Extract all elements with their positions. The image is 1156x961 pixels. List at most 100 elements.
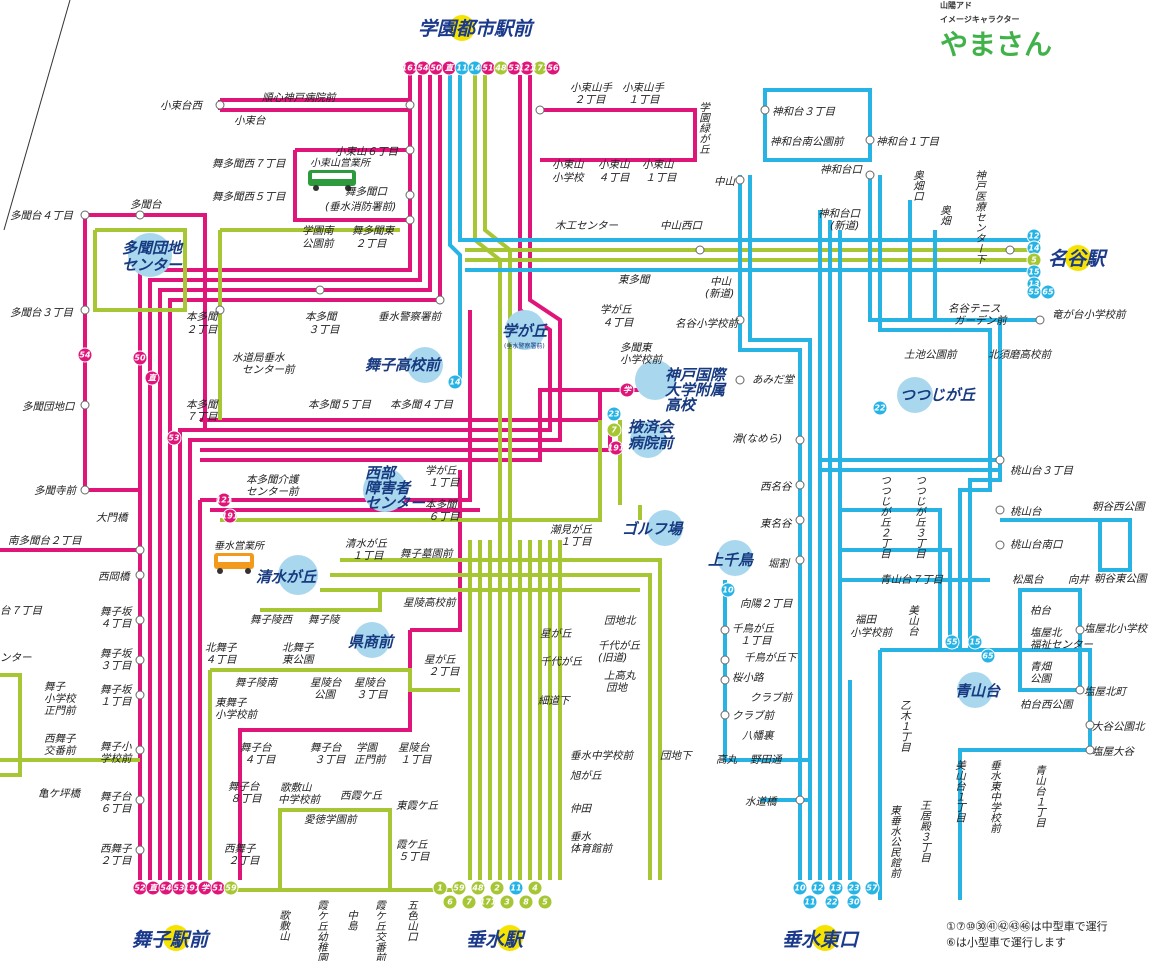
depot-1-label: 小束山営業所 (310, 157, 372, 169)
svg-text:愛徳学園前: 愛徳学園前 (304, 814, 358, 826)
svg-text:３丁目: ３丁目 (100, 660, 132, 672)
route-badge (537, 894, 553, 910)
landmark-tamon: 多聞団地 (122, 239, 184, 257)
svg-text:小束山: 小束山 (642, 159, 675, 171)
svg-text:本多聞: 本多聞 (305, 311, 338, 323)
svg-text:１丁目: １丁目 (645, 172, 677, 184)
svg-text:竜が台小学校前: 竜が台小学校前 (1052, 309, 1127, 321)
svg-text:４丁目: ４丁目 (205, 654, 237, 666)
svg-text:霞ケ丘交番前: 霞ケ丘交番前 (373, 900, 386, 961)
route-badge (872, 400, 888, 416)
svg-text:２丁目: ２丁目 (100, 855, 132, 867)
svg-text:学園南: 学園南 (302, 225, 335, 237)
svg-text:２丁目: ２丁目 (186, 324, 218, 336)
route-badge-label: 23 (608, 410, 620, 419)
route-badge (828, 880, 844, 896)
route-badge (1040, 284, 1056, 300)
route-badge-label: 22 (826, 898, 838, 907)
svg-text:向陽２丁目: 向陽２丁目 (740, 598, 793, 610)
landmark-gakugaoka: 学が丘 (502, 322, 548, 340)
svg-text:体育館前: 体育館前 (570, 843, 613, 855)
svg-text:北舞子: 北舞子 (205, 642, 238, 654)
svg-text:西名谷: 西名谷 (760, 481, 793, 493)
route-badge-label: 7 (611, 426, 617, 435)
route-badge (132, 350, 148, 366)
svg-text:大門橋: 大門橋 (96, 512, 129, 524)
route-badge-label: 2 (494, 884, 500, 893)
svg-text:小束台: 小束台 (234, 115, 266, 127)
route-badge-label: 191 (608, 444, 625, 453)
svg-text:学が丘: 学が丘 (600, 304, 632, 316)
svg-text:多聞台３丁目: 多聞台３丁目 (10, 307, 73, 319)
route-badge-label: 121 (519, 64, 536, 73)
route-badge-label: 53 (168, 434, 180, 443)
svg-text:垂水東中学校前: 垂水東中学校前 (988, 760, 1001, 834)
landmark-nishibu-3: センター (365, 494, 426, 512)
route-badge (489, 880, 505, 896)
route-badge (166, 430, 182, 446)
landmark-golf: ゴルフ場 (622, 520, 684, 538)
svg-text:旭が丘: 旭が丘 (570, 770, 602, 782)
svg-text:センター前: センター前 (246, 486, 300, 498)
svg-text:１丁目: １丁目 (740, 635, 772, 647)
svg-text:王居殿３丁目: 王居殿３丁目 (918, 800, 931, 863)
svg-text:南多聞台２丁目: 南多聞台２丁目 (8, 535, 82, 547)
route-badge-label: 52 (134, 884, 146, 893)
svg-text:亀ケ坪橋: 亀ケ坪橋 (38, 788, 81, 800)
svg-text:本多聞: 本多聞 (425, 499, 458, 511)
svg-text:青山台１丁目: 青山台１丁目 (1033, 765, 1046, 828)
svg-text:八幡裏: 八幡裏 (742, 730, 775, 742)
svg-text:６丁目: ６丁目 (100, 803, 132, 815)
route-badge-label: 53 (173, 884, 185, 893)
svg-text:多聞台: 多聞台 (130, 199, 162, 211)
hub-gakuen-label: 学園都市駅前 (418, 18, 535, 40)
route-badge-label: 22 (874, 404, 886, 413)
svg-text:塩屋大谷: 塩屋大谷 (1092, 746, 1135, 758)
svg-text:小束山手: 小束山手 (570, 82, 612, 94)
svg-text:学校前: 学校前 (100, 753, 133, 765)
landmark-nishibu-1: 西部 (365, 464, 398, 482)
route-badge-label: 55 (1028, 288, 1040, 297)
svg-text:多聞団地口: 多聞団地口 (22, 401, 76, 413)
note-mid-routes: ①⑦⑩㉚㊶㊷㊸㊻は中型車で運行 (946, 919, 1108, 933)
route-badge-label: 55 (946, 638, 958, 647)
svg-text:学が丘: 学が丘 (425, 465, 457, 477)
svg-text:仲田: 仲田 (570, 803, 592, 815)
svg-text:センター前: センター前 (242, 364, 296, 376)
bus-depot-icon: 小束山営業所 (308, 157, 372, 191)
svg-text:奥畑: 奥畑 (938, 205, 951, 226)
route-badge-label: 直 (445, 64, 455, 73)
svg-text:西岡橋: 西岡橋 (98, 571, 131, 583)
route-badge-label: 59 (225, 884, 237, 893)
route-badge-label: 5 (542, 898, 548, 907)
svg-text:塩屋北小学校: 塩屋北小学校 (1084, 623, 1148, 635)
svg-text:舞子: 舞子 (44, 681, 66, 693)
route-badge (619, 382, 635, 398)
svg-text:１丁目: １丁目 (100, 696, 132, 708)
border-line (3, 0, 71, 231)
route-badge (470, 880, 486, 896)
bus-depot-icon-2: 垂水営業所 (214, 540, 266, 574)
svg-text:多聞寺前: 多聞寺前 (34, 485, 77, 497)
svg-text:星陵台: 星陵台 (310, 677, 342, 689)
svg-text:潮見が丘: 潮見が丘 (550, 524, 592, 536)
route-badge-label: 15 (1028, 268, 1040, 277)
route-badge-label: 4 (531, 884, 538, 893)
route-badge-label: 65 (1042, 288, 1054, 297)
svg-text:歌敷山: 歌敷山 (280, 782, 313, 794)
svg-text:本多聞５丁目: 本多聞５丁目 (308, 399, 371, 411)
svg-text:順心神戸病院前: 順心神戸病院前 (262, 92, 337, 104)
landmark-tsutsuji: つつじが丘 (900, 386, 976, 404)
route-badge (223, 880, 239, 896)
svg-text:星が丘: 星が丘 (540, 628, 572, 640)
svg-text:霞ケ丘幼稚園前: 霞ケ丘幼稚園前 (315, 900, 328, 961)
svg-text:福祉センター: 福祉センター (1030, 639, 1093, 651)
route-badge-label: 51 (482, 64, 493, 73)
route-badge-label: 23 (848, 884, 860, 893)
brand-caption: イメージキャラクター (940, 14, 1020, 24)
svg-text:小束山手: 小束山手 (622, 82, 664, 94)
route-badge-label: 53 (508, 64, 520, 73)
svg-text:多聞東: 多聞東 (620, 342, 653, 354)
svg-text:松風台: 松風台 (1012, 574, 1044, 586)
route-badge-label: 10 (794, 884, 806, 893)
